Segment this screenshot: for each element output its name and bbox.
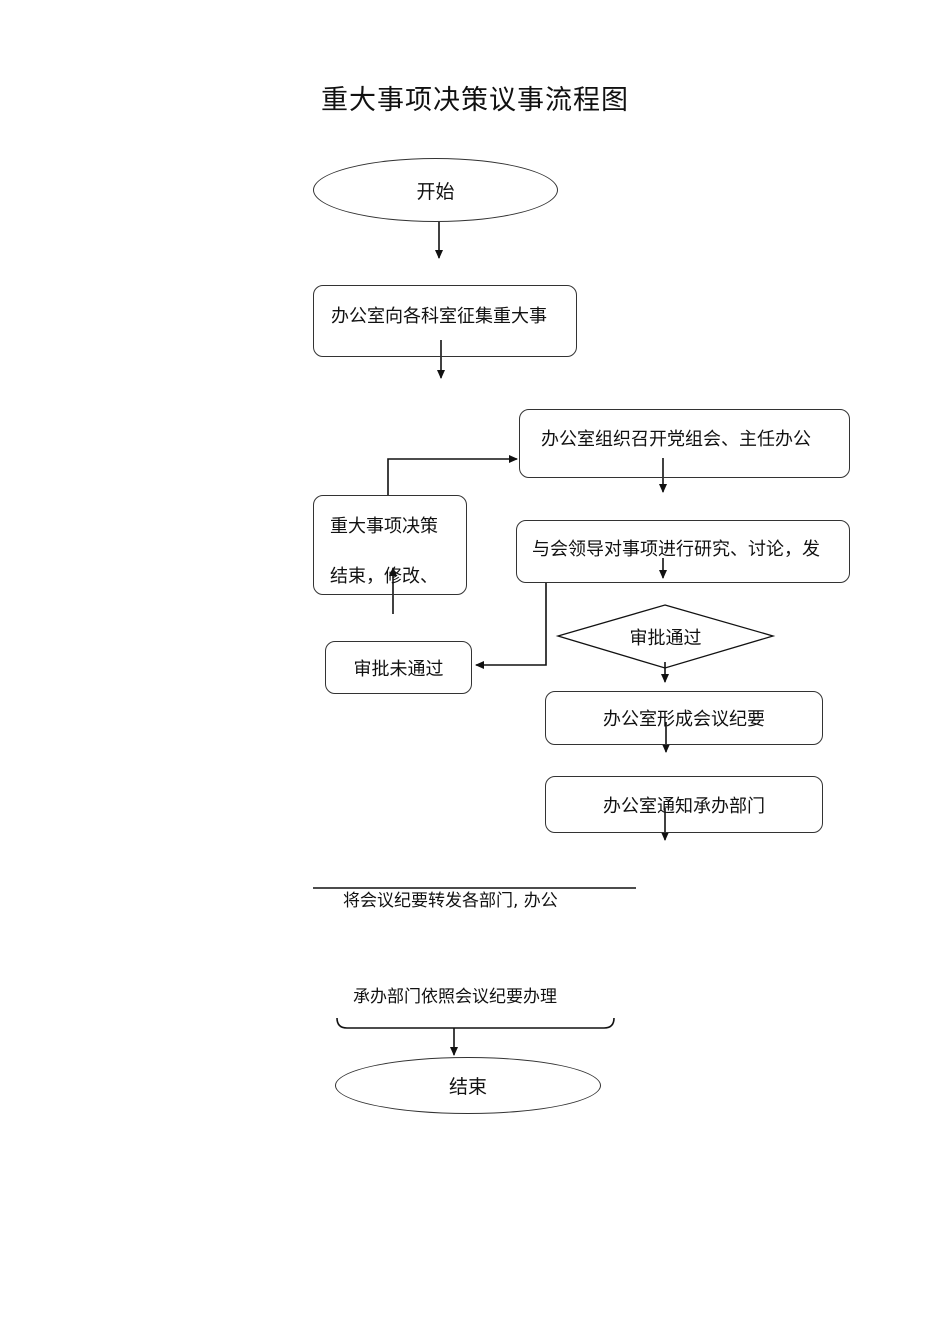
rejected-node: 审批未通过 <box>325 641 472 694</box>
decision-node: 重大事项决策 结束，修改、 <box>313 495 467 595</box>
arrow-decision-to-convene <box>387 455 518 495</box>
arrow-discuss-to-rejected <box>475 583 547 669</box>
handle-bracket-line <box>336 1017 615 1029</box>
approved-label: 审批通过 <box>629 627 702 649</box>
page-title: 重大事项决策议事流程图 <box>321 85 629 116</box>
discuss-node: 与会领导对事项进行研究、讨论，发 <box>516 520 850 583</box>
end-node: 结束 <box>335 1057 601 1114</box>
start-label: 开始 <box>416 180 455 203</box>
discuss-label: 与会领导对事项进行研究、讨论，发 <box>532 539 820 560</box>
end-label: 结束 <box>448 1076 487 1098</box>
convene-label: 办公室组织召开党组会、主任办公 <box>541 429 811 450</box>
minutes-node: 办公室形成会议纪要 <box>545 691 823 745</box>
collect-label: 办公室向各科室征集重大事 <box>331 306 547 327</box>
decision-label-line2: 结束，修改、 <box>330 566 438 587</box>
notify-node: 办公室通知承办部门 <box>545 776 823 833</box>
approved-node: 审批通过 <box>558 605 773 668</box>
handle-label: 承办部门依照会议纪要办理 <box>353 987 557 1007</box>
minutes-label: 办公室形成会议纪要 <box>603 709 765 730</box>
forward-label: 将会议纪要转发各部门, 办公 <box>343 891 558 911</box>
rejected-label: 审批未通过 <box>353 658 444 680</box>
convene-node: 办公室组织召开党组会、主任办公 <box>519 409 850 478</box>
collect-node: 办公室向各科室征集重大事 <box>313 285 577 357</box>
decision-label-line1: 重大事项决策 <box>330 516 438 537</box>
start-node: 开始 <box>313 158 558 222</box>
notify-label: 办公室通知承办部门 <box>603 795 765 817</box>
